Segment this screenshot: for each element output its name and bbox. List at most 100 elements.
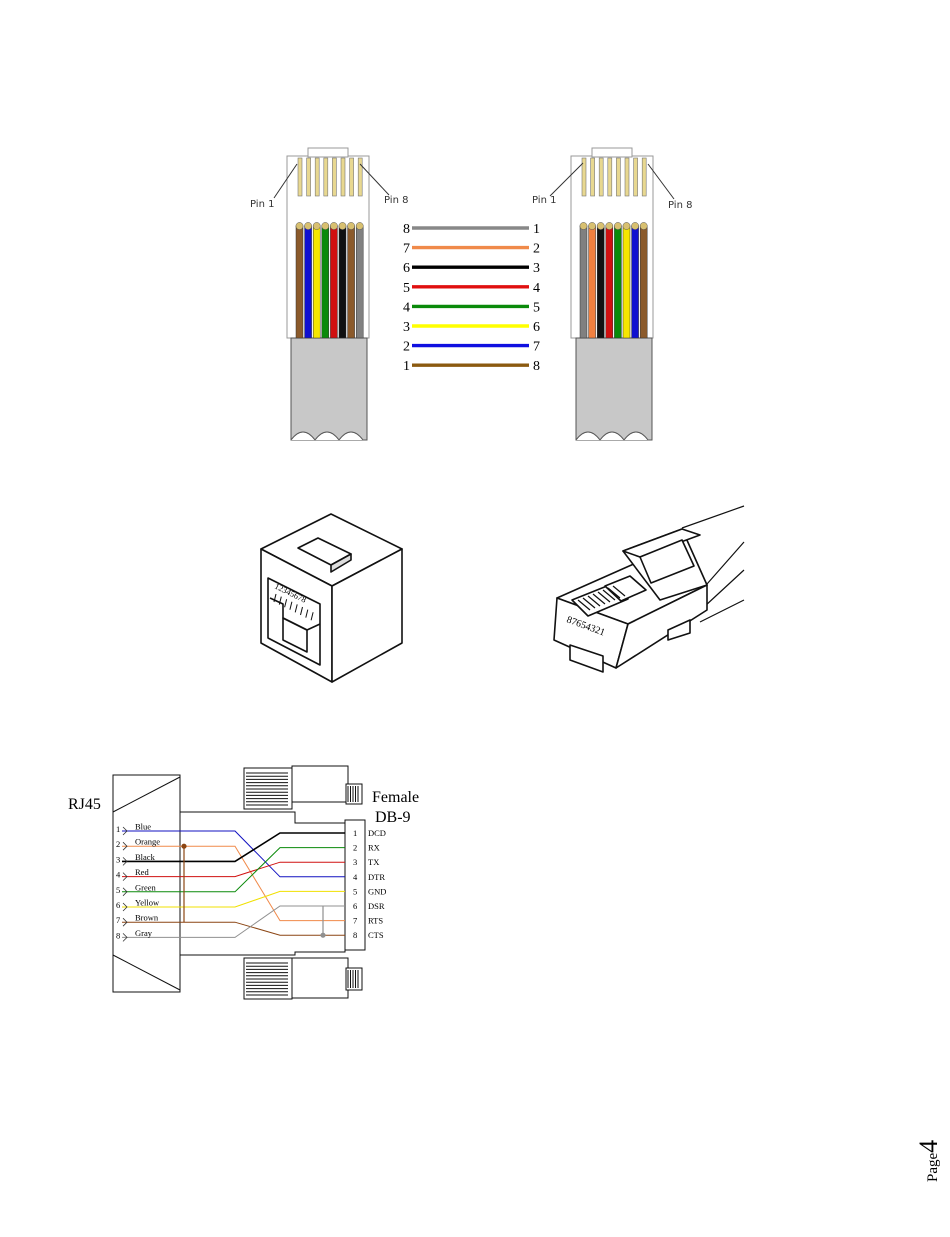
right-wire-1 [580, 226, 587, 338]
right-wire-tip-8 [640, 222, 647, 229]
right-wire-tip-5 [614, 222, 621, 229]
db9-pin-num: 7 [353, 916, 357, 926]
left-wire-tip-8 [356, 222, 363, 229]
right-wire-6 [623, 226, 630, 338]
left-wire-tip-6 [339, 222, 346, 229]
crossover-left-num: 4 [403, 300, 410, 315]
db9-shell-top [292, 766, 348, 802]
rj45-label: RJ45 [68, 796, 101, 813]
left-wire-tip-1 [296, 222, 303, 229]
rj45-plug-right: Pin 1 Pin 8 [532, 148, 692, 440]
rj45-plug-illustration: 87654321 [554, 506, 744, 672]
right-wire-8 [640, 226, 647, 338]
left-wire-8 [356, 226, 363, 338]
rj45-pin-num: 6 [116, 900, 120, 910]
right-contact-4 [608, 158, 612, 196]
db9-pin-num: 3 [353, 857, 357, 867]
left-contact-3 [315, 158, 319, 196]
crossover-right-num: 1 [533, 222, 540, 237]
crossover-left-num: 5 [403, 281, 410, 296]
db9-pin-name: DSR [368, 901, 385, 911]
plug-right-latch [592, 148, 632, 157]
db9-pin-num: 2 [353, 843, 357, 853]
plug-right-jacket-cut [576, 432, 648, 440]
crossover-left-num: 3 [403, 320, 410, 335]
db9-pin-name: DTR [368, 872, 385, 882]
right-wire-4 [606, 226, 613, 338]
rj45-pin-name: Red [135, 867, 149, 877]
left-wire-tip-2 [305, 222, 312, 229]
right-wire-tip-7 [632, 222, 639, 229]
left-contact-1 [298, 158, 302, 196]
rj45-pin-num: 8 [116, 930, 120, 940]
db9-label-female: Female [372, 789, 419, 806]
db9-pin-name: TX [368, 857, 379, 867]
rj45-pin-name: Yellow [135, 898, 160, 908]
crossover-right-num: 3 [533, 261, 540, 276]
page-number: Page4 [912, 1120, 950, 1180]
right-contact-5 [616, 158, 620, 196]
right-wire-tip-4 [606, 222, 613, 229]
right-contact-8 [642, 158, 646, 196]
crossover-right-num: 4 [533, 281, 540, 296]
right-wire-3 [597, 226, 604, 338]
page-num: 4 [914, 1140, 943, 1153]
rj45-pin-num: 7 [116, 915, 120, 925]
plug-left-jacket [291, 338, 367, 440]
db9-pin-name: RX [368, 843, 380, 853]
rj45-pin-num: 5 [116, 885, 120, 895]
left-contact-4 [324, 158, 328, 196]
right-contact-6 [625, 158, 629, 196]
right-contact-7 [634, 158, 638, 196]
crossover-left-num: 2 [403, 340, 410, 355]
right-wire-tip-2 [589, 222, 596, 229]
left-wire-6 [339, 226, 346, 338]
rj45-pin-name: Blue [135, 822, 151, 832]
left-contact-8 [358, 158, 362, 196]
plug-left-latch [308, 148, 348, 157]
left-wire-tip-3 [313, 222, 320, 229]
page-word: Page [925, 1153, 941, 1182]
right-wire-5 [614, 226, 621, 338]
db9-pin-num: 1 [353, 828, 357, 838]
crossover-left-num: 1 [403, 359, 410, 374]
left-wire-4 [322, 226, 329, 338]
left-contact-6 [341, 158, 345, 196]
rj45-pin-num: 3 [116, 854, 120, 864]
left-contact-2 [307, 158, 311, 196]
right-contact-3 [599, 158, 603, 196]
right-wire-tip-6 [623, 222, 630, 229]
right-wire-2 [589, 226, 596, 338]
left-wire-5 [330, 226, 337, 338]
db9-pin-num: 6 [353, 901, 357, 911]
right-wire-tip-3 [597, 222, 604, 229]
pin1-label-right: Pin 1 [532, 195, 556, 206]
left-wire-tip-4 [322, 222, 329, 229]
db9-pin-name: GND [368, 886, 386, 896]
right-wire-tip-1 [580, 222, 587, 229]
plug-right-jacket [576, 338, 652, 440]
crossover-left-num: 6 [403, 261, 410, 276]
db9-pin-name: RTS [368, 916, 383, 926]
rj45-plug-left: Pin 1 Pin 8 [250, 148, 408, 440]
crossover-right-num: 5 [533, 300, 540, 315]
db9-label-db9: DB-9 [375, 809, 411, 826]
right-wire-7 [632, 226, 639, 338]
db9-pin-name: DCD [368, 828, 386, 838]
rj45-pin-name: Black [135, 852, 156, 862]
rj45-jack-illustration: 12345678 [261, 514, 402, 682]
db9-shell-bot [292, 958, 348, 998]
crossover-right-num: 8 [533, 359, 540, 374]
left-wire-2 [305, 226, 312, 338]
rj45-pin-num: 1 [116, 824, 120, 834]
pin8-label-left: Pin 8 [384, 195, 408, 206]
pin1-label-left: Pin 1 [250, 199, 274, 210]
right-contact-2 [591, 158, 595, 196]
left-wire-tip-5 [330, 222, 337, 229]
crossover-left-num: 8 [403, 222, 410, 237]
left-contact-5 [332, 158, 336, 196]
junction-dot [320, 933, 325, 938]
rj45-pin-num: 2 [116, 839, 120, 849]
crossover-map: 8172635445362718 [403, 222, 540, 374]
